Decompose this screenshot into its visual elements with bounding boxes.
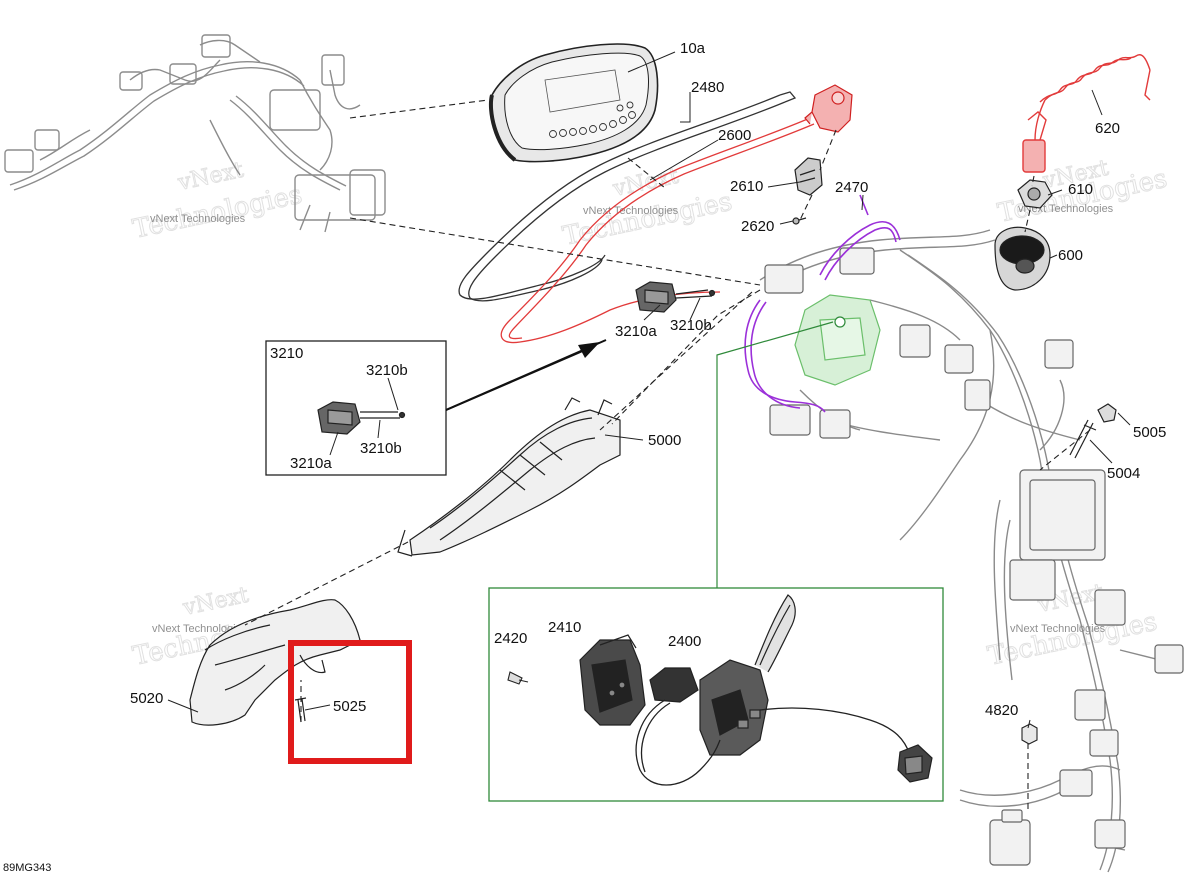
inset-2400 — [488, 321, 944, 802]
nut-4820 — [1021, 723, 1038, 745]
label-5020: 5020 — [130, 690, 163, 707]
label-2400: 2400 — [668, 633, 701, 650]
label-3210a-inset: 3210a — [290, 455, 332, 472]
label-3210a: 3210a — [615, 323, 657, 340]
label-4820: 4820 — [985, 702, 1018, 719]
svg-text:Technologies: Technologies — [985, 607, 1160, 672]
bracket-2610 — [794, 157, 823, 196]
connector-3210 — [635, 281, 716, 313]
watermark-1: Technologies vNext Technologies vNext — [130, 157, 306, 245]
watermark-text: vNext Technologies — [583, 205, 679, 217]
label-600: 600 — [1058, 247, 1083, 264]
tray-5000 — [397, 397, 621, 557]
key-socket-610 — [1017, 179, 1053, 209]
label-leaders — [167, 51, 1131, 729]
watermark-text: vNext Technologies — [152, 623, 248, 635]
label-3210: 3210 — [270, 345, 303, 362]
ignition-switch-600 — [994, 226, 1051, 291]
housing-5020 — [189, 599, 361, 726]
label-3210b-bottom: 3210b — [360, 440, 402, 457]
svg-text:vNext: vNext — [610, 164, 681, 202]
label-2610: 2610 — [730, 178, 763, 195]
label-2410: 2410 — [548, 619, 581, 636]
label-5025: 5025 — [333, 698, 366, 715]
watermark-text: vNext Technologies — [150, 213, 246, 225]
diagram-code: 89MG343 — [3, 862, 52, 874]
inset-3210 — [265, 339, 607, 476]
watermark-2: Technologies vNext Technologies vNext — [560, 163, 736, 252]
connector-2600-red — [804, 84, 853, 133]
gauge-cluster-10a — [488, 43, 659, 163]
label-5004: 5004 — [1107, 465, 1140, 482]
highlight-box-5025 — [288, 640, 412, 764]
upper-wire-harness — [4, 34, 386, 233]
label-10a: 10a — [680, 40, 706, 57]
label-3210b: 3210b — [670, 317, 712, 334]
label-610: 610 — [1068, 181, 1093, 198]
label-620: 620 — [1095, 120, 1120, 137]
harness-connectors — [764, 247, 1184, 866]
watermark-text: vNext Technologies — [1010, 623, 1106, 635]
wire-2470 — [744, 194, 901, 413]
part-labels: 10a 2480 2600 620 2610 2470 610 2620 600… — [130, 40, 1166, 719]
svg-text:Technologies: Technologies — [560, 187, 735, 252]
strip-2600 — [500, 117, 815, 344]
bolt-5005 — [1097, 403, 1117, 423]
svg-text:vNext: vNext — [180, 583, 251, 621]
green-module — [794, 294, 881, 386]
screw-2620 — [792, 217, 807, 225]
label-2480: 2480 — [691, 79, 724, 96]
label-5000: 5000 — [648, 432, 681, 449]
lanyard-coil-620 — [1022, 54, 1151, 173]
svg-text:vNext: vNext — [175, 158, 246, 196]
stud-5004 — [1069, 419, 1097, 459]
label-2600: 2600 — [718, 127, 751, 144]
label-2420: 2420 — [494, 630, 527, 647]
label-2620: 2620 — [741, 218, 774, 235]
label-3210b-top: 3210b — [366, 362, 408, 379]
label-5005: 5005 — [1133, 424, 1166, 441]
label-2470: 2470 — [835, 179, 868, 196]
